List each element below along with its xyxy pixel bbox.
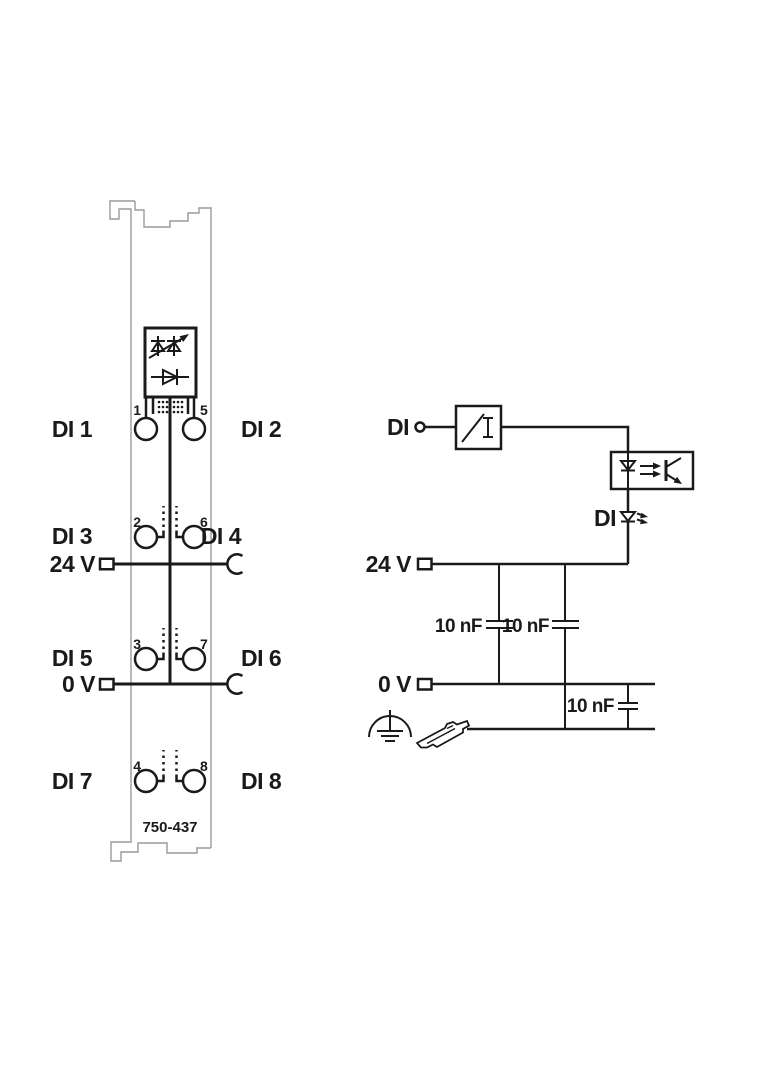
optocoupler-box xyxy=(609,450,695,491)
housing-top-right-edge xyxy=(134,201,212,848)
di8-label: DI 8 xyxy=(241,768,282,794)
terminal-8-number: 8 xyxy=(200,758,208,774)
opto-led-icon xyxy=(618,452,638,489)
channel-schematic: DI xyxy=(366,404,695,749)
0v-terminal-square xyxy=(98,677,115,691)
24v-terminal-square xyxy=(98,557,115,571)
opto-light-arrows-icon xyxy=(640,462,661,478)
filter-symbol-icon xyxy=(461,413,493,443)
bus-module: 1 5 2 6 3 7 4 xyxy=(50,200,282,862)
status-led-icon xyxy=(618,511,648,525)
schematic-0v-terminal xyxy=(416,677,433,691)
di3-label: DI 3 xyxy=(52,523,92,549)
di5-label: DI 5 xyxy=(52,645,93,671)
terminal-3-number: 3 xyxy=(133,636,141,652)
schematic-0v-label: 0 V xyxy=(378,671,412,697)
module-0v-rail xyxy=(98,673,244,695)
di2-label: DI 2 xyxy=(241,416,281,442)
terminal-5 xyxy=(181,416,207,442)
capacitor-3-value: 10 nF xyxy=(567,696,614,717)
status-led-box xyxy=(143,326,198,399)
fanout-dots-left xyxy=(157,400,169,414)
housing-bottom-edge xyxy=(131,842,211,854)
terminal-4-number: 4 xyxy=(133,758,141,774)
earth-ground-icon xyxy=(368,710,412,742)
schematic-di-input-label: DI xyxy=(387,414,409,440)
phototransistor-icon xyxy=(664,457,682,484)
capacitor-1: 10 nF xyxy=(435,564,513,684)
terminal-row-2-6: 2 6 xyxy=(133,506,208,550)
schematic-24v-label: 24 V xyxy=(366,551,412,577)
terminal-1 xyxy=(133,416,159,442)
terminal-5-number: 5 xyxy=(200,402,208,418)
di4-label: DI 4 xyxy=(201,523,242,549)
filter-to-opto-wire xyxy=(501,425,630,452)
schematic-24v-terminal xyxy=(416,557,433,571)
part-number: 750-437 xyxy=(142,819,197,836)
24v-clamp-icon xyxy=(226,553,244,575)
module-24v-label: 24 V xyxy=(50,551,96,577)
led-emission-arrows xyxy=(636,512,648,525)
led-box-fanout xyxy=(144,397,196,418)
0v-clamp-icon xyxy=(226,673,244,695)
terminal-row-1-5: 1 5 xyxy=(133,402,208,442)
terminal-6-number: 6 xyxy=(200,514,208,530)
terminal-2-number: 2 xyxy=(133,514,141,530)
status-led-label: DI xyxy=(594,505,616,531)
capacitor-2: 10 nF xyxy=(502,564,579,729)
module-0v-label: 0 V xyxy=(62,671,96,697)
di6-label: DI 6 xyxy=(241,645,281,671)
terminal-7-number: 7 xyxy=(200,636,208,652)
module-housing-outline xyxy=(109,200,212,862)
led-indicators-icon xyxy=(148,334,189,359)
diode-icon xyxy=(151,368,189,386)
terminal-row-3-7: 3 7 xyxy=(133,628,208,672)
housing-left-edge xyxy=(109,200,135,862)
di7-label: DI 7 xyxy=(52,768,92,794)
input-filter-box xyxy=(454,404,503,451)
terminal-row-4-8: 4 8 xyxy=(133,750,208,794)
led-box-frame xyxy=(143,326,198,399)
di1-label: DI 1 xyxy=(52,416,93,442)
capacitor-1-value: 10 nF xyxy=(435,616,482,637)
di-input-node xyxy=(414,421,426,433)
capacitor-2-value: 10 nF xyxy=(502,616,549,637)
fanout-dots-right xyxy=(172,400,184,414)
terminal-1-number: 1 xyxy=(133,402,141,418)
module-24v-rail xyxy=(98,553,244,575)
din-rail-icon xyxy=(415,719,471,749)
capacitor-3: 10 nF xyxy=(567,684,638,729)
